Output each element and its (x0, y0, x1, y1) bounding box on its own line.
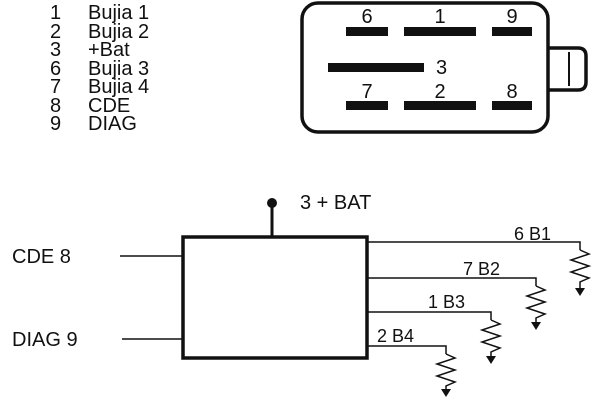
connector-pin-label: 2 (434, 81, 445, 103)
connector-pin (346, 101, 388, 110)
resistor-icon (568, 249, 592, 288)
resistor-icon (434, 353, 458, 389)
pin-number: 1 (50, 2, 61, 24)
module-schematic: 3 + BAT CDE 8 DIAG 9 6 B1 7 B2 1 B3 2 B4 (12, 192, 592, 397)
input-label-diag: DIAG 9 (12, 329, 78, 351)
pin-label: DIAG (88, 113, 137, 135)
connector-housing (300, 1, 550, 134)
resistor-icon (524, 285, 548, 322)
output-label: 6 B1 (514, 224, 551, 244)
connector-pin (404, 27, 476, 36)
pin-number: 9 (50, 113, 61, 135)
connector-pin (492, 101, 532, 110)
output-label: 7 B2 (463, 259, 500, 279)
output-label: 2 B4 (377, 326, 414, 346)
pin-number: 6 (50, 58, 61, 80)
connector-pin-label: 1 (434, 6, 445, 28)
pin-label: +Bat (88, 39, 130, 61)
pin-number: 2 (50, 21, 61, 43)
ground-arrow-icon (575, 288, 585, 296)
pin-number: 7 (50, 76, 61, 98)
connector-latch (548, 46, 588, 92)
pin-number: 8 (50, 95, 61, 117)
connector-pin-label: 6 (361, 6, 372, 28)
connector-pin-label: 7 (361, 81, 372, 103)
module-box (181, 235, 369, 360)
pinout-legend: 1 Bujia 1 2 Bujia 2 3 +Bat 6 Bujia 3 7 B… (50, 2, 149, 135)
output-wire (367, 345, 447, 354)
connector-pin-label: 8 (506, 81, 517, 103)
pin-label: Bujia 2 (88, 21, 149, 43)
output-wire (367, 241, 581, 250)
pin-label: Bujia 1 (88, 2, 149, 24)
output-label: 1 B3 (428, 292, 465, 312)
connector-pin (346, 27, 388, 36)
connector-pin-label: 9 (506, 6, 517, 28)
pin-label: Bujia 4 (88, 76, 149, 98)
connector-pin-label: 3 (436, 57, 447, 79)
input-label-cde: CDE 8 (12, 246, 71, 268)
pin-label: Bujia 3 (88, 58, 149, 80)
connector-pin (492, 27, 532, 36)
connector-pin (404, 101, 476, 110)
pin-label: CDE (88, 95, 130, 117)
output-wire (367, 311, 492, 320)
power-label: 3 + BAT (300, 192, 371, 214)
resistor-icon (479, 319, 503, 356)
pin-number: 3 (50, 39, 61, 61)
connector-pin (328, 63, 424, 72)
ground-arrow-icon (486, 356, 496, 364)
ground-arrow-icon (531, 322, 541, 330)
connector-face: 6 1 9 3 7 2 8 (300, 1, 588, 134)
ground-arrow-icon (441, 389, 451, 397)
output-wire (367, 277, 537, 286)
